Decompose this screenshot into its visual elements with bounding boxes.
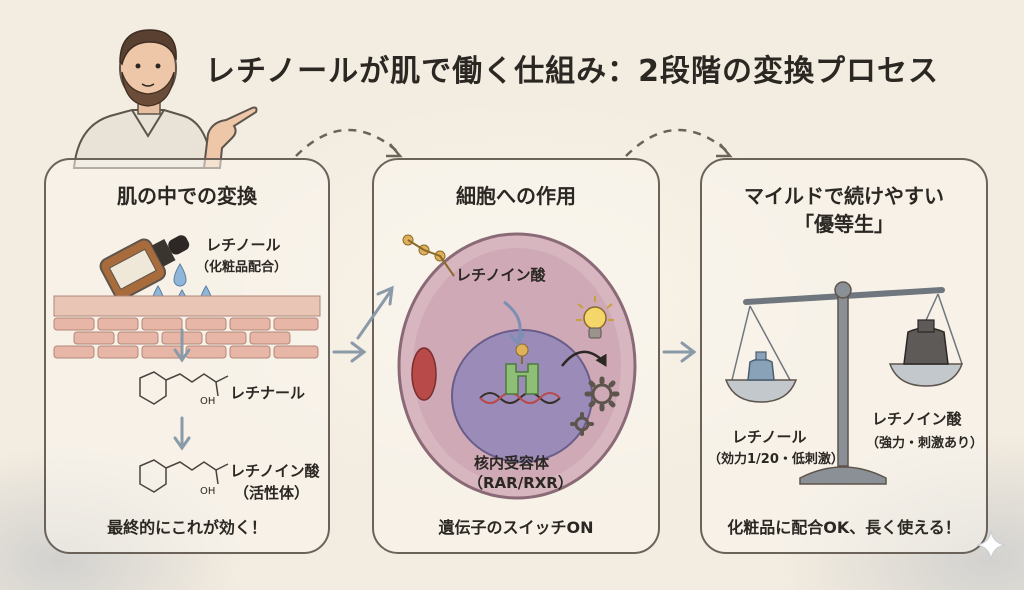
down-arrow-2 (173, 416, 191, 451)
presenter-avatar (72, 29, 258, 169)
panel2-footer: 遺伝子のスイッチON (438, 518, 594, 537)
panel-skin-conversion: 肌の中での変換 レチノール （化粧品配合） (44, 158, 330, 554)
panel3-footer: 化粧品に配合OK、長く使える！ (727, 518, 961, 537)
down-arrow-1 (173, 328, 191, 363)
arrow-panel2-to-panel3 (662, 341, 697, 363)
retinoic-acid-molecule-icon (139, 459, 229, 493)
retinoic-acid-label: レチノイン酸 (230, 462, 320, 480)
lightbulb-icon (576, 296, 614, 339)
panel3-heading-line1: マイルドで続けやすい (744, 184, 944, 208)
retinoic-compare-label: レチノイン酸 (872, 410, 962, 428)
retinal-label: レチナール (230, 384, 306, 402)
dropper-bottle-icon (99, 235, 190, 301)
oh-label-2: OH (200, 486, 216, 497)
retinoic-acid-label-2: レチノイン酸 (456, 266, 546, 284)
retinal-molecule-icon (139, 371, 229, 405)
balance-scale-icon (724, 281, 964, 485)
retinol-label: レチノール (206, 236, 281, 254)
oh-label-1: OH (200, 396, 216, 407)
dashed-arc-2 (625, 128, 733, 158)
retinol-compare-sublabel: （効力1/20・低刺激） (708, 452, 844, 467)
sparkle-icon (976, 530, 1006, 560)
page-title: レチノールが肌で働く仕組み：2段階の変換プロセス (205, 54, 939, 89)
retinol-compare-label: レチノール (732, 428, 807, 446)
active-form-label: （活性体） (234, 484, 310, 502)
panel1-footer: 最終的にこれが効く！ (107, 518, 267, 537)
retinol-sublabel: （化粧品配合） (196, 260, 288, 275)
cell-illustration (397, 232, 637, 500)
retinoic-acid-chain-icon (402, 234, 455, 277)
receptor-sublabel: （RAR/RXR） (468, 474, 573, 492)
panel1-heading: 肌の中での変換 (117, 184, 257, 208)
panel-mild-and-sustainable: マイルドで続けやすい 「優等生」 レチノール （効力1/20・低刺激） レチノイ… (700, 158, 988, 554)
entry-arrow (356, 285, 394, 340)
arrow-panel1-to-panel2 (332, 341, 367, 363)
receptor-label: 核内受容体 (474, 454, 550, 472)
panel2-heading: 細胞への作用 (456, 184, 576, 208)
panel3-heading-line2: 「優等生」 (794, 212, 894, 236)
dashed-arc-1 (295, 128, 403, 158)
gear-icon (570, 376, 620, 436)
skin-layers-illustration (53, 295, 321, 359)
panel-cell-action: 細胞への作用 レチノイン酸 (356, 158, 660, 554)
retinoic-compare-sublabel: （強力・刺激あり） (866, 436, 984, 451)
